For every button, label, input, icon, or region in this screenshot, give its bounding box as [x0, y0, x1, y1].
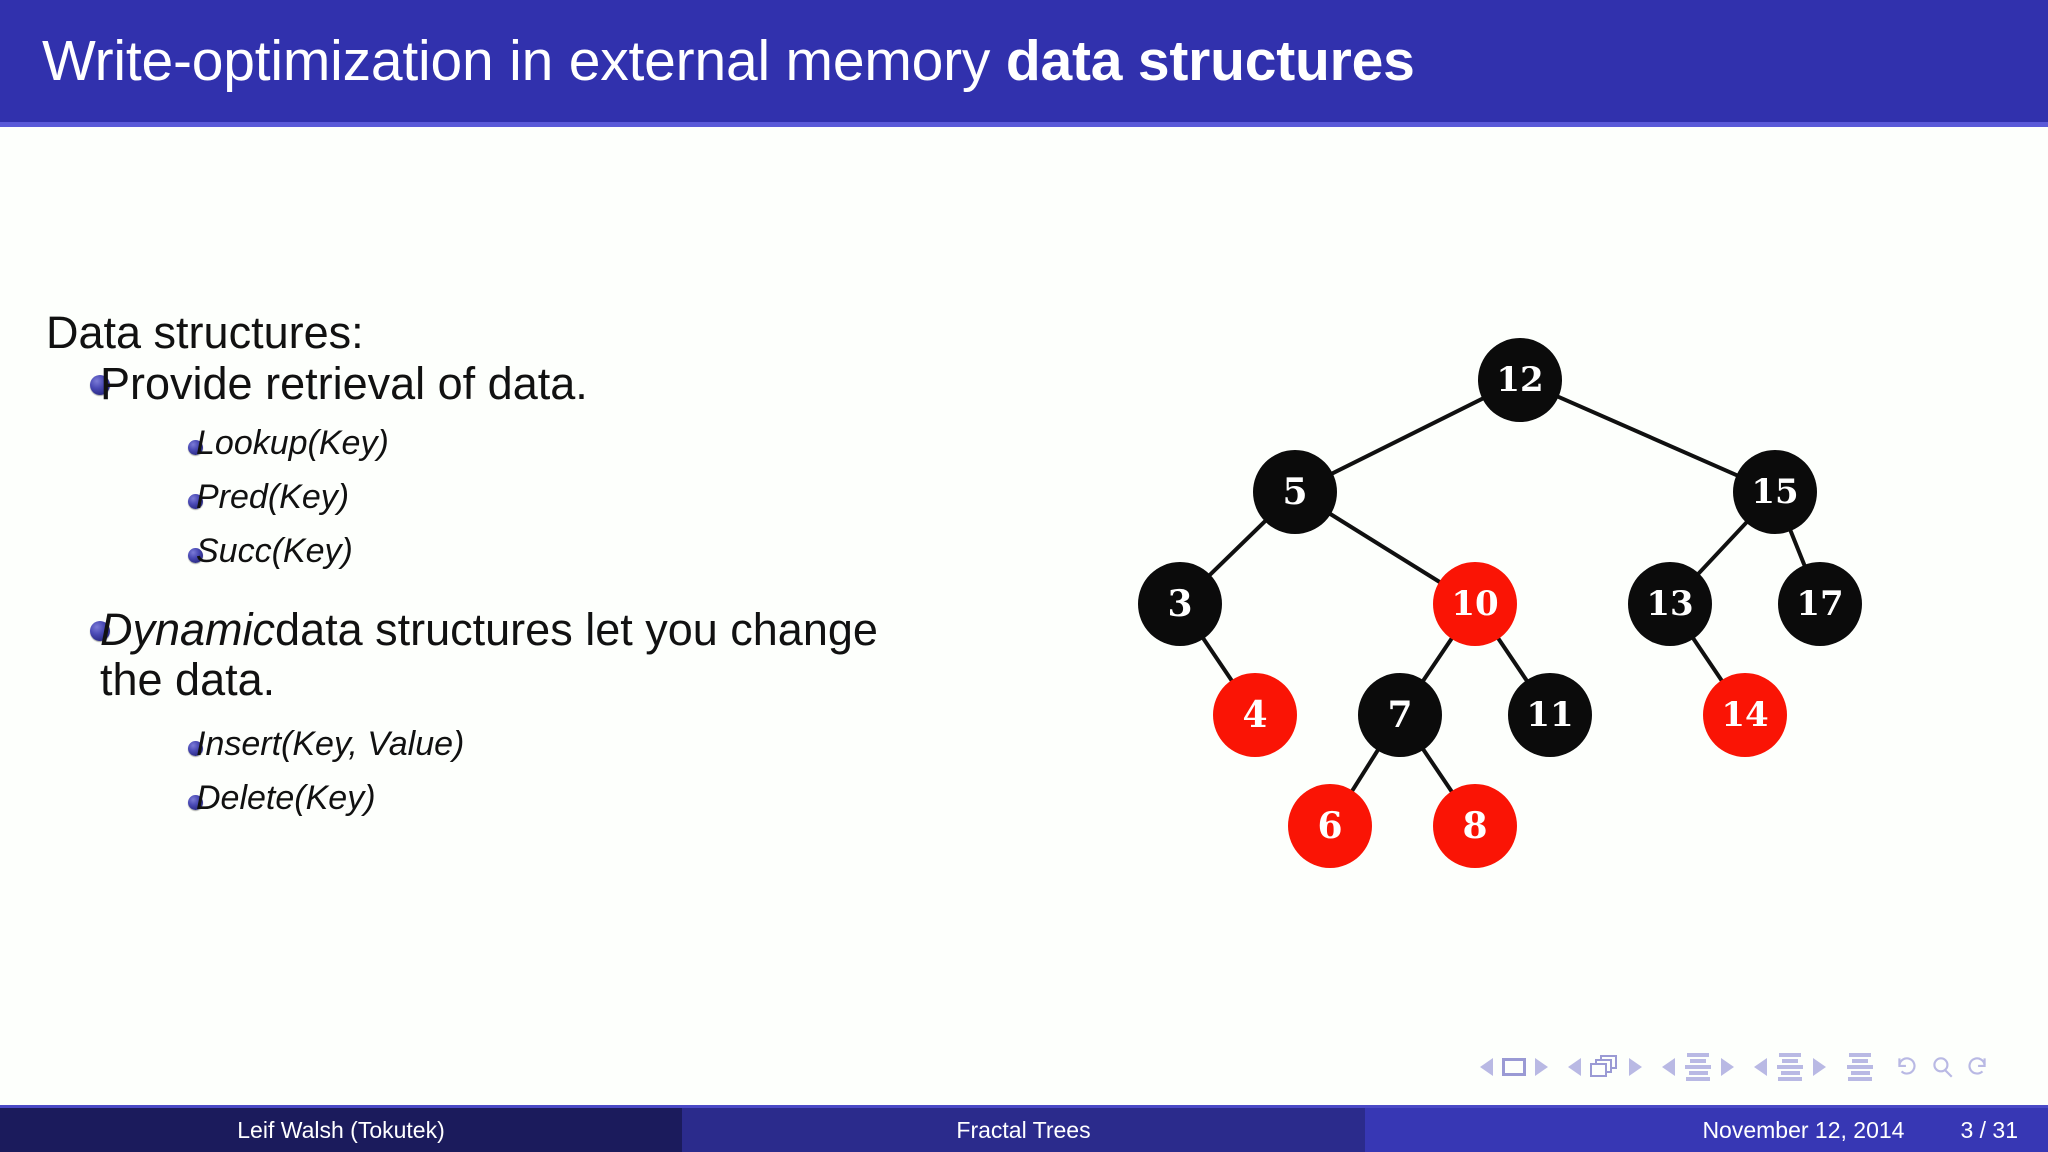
bullet-marker-level2 [188, 741, 203, 756]
nav-group-slide[interactable] [1480, 1058, 1548, 1076]
footer-talk-title: Fractal Trees [682, 1108, 1365, 1152]
slide-square-icon[interactable] [1502, 1058, 1526, 1076]
bullet-pred: Pred(Key) [196, 478, 349, 517]
tree-edge [1349, 747, 1381, 794]
footer-date: November 12, 2014 [1702, 1116, 1905, 1143]
footer-top-line [0, 1105, 2048, 1108]
next-section-icon[interactable] [1813, 1058, 1826, 1076]
bullet-lookup-label: Lookup(Key) [196, 424, 389, 462]
bullet-succ: Succ(Key) [196, 532, 353, 571]
nav-group-frame[interactable] [1568, 1055, 1642, 1079]
bullet-succ-label: Succ(Key) [196, 532, 353, 570]
footer-date-page: November 12, 2014 3 / 31 [1365, 1108, 2048, 1152]
bullet-marker-level2 [188, 795, 203, 810]
nav-group-subsection[interactable] [1662, 1053, 1734, 1081]
tree-edge [1207, 518, 1268, 578]
tree-node-8: 8 [1433, 784, 1517, 868]
nav-group-section[interactable] [1754, 1053, 1826, 1081]
search-icon[interactable] [1929, 1054, 1955, 1080]
tree-edge [1690, 636, 1725, 683]
nav-group-history[interactable] [1894, 1054, 1990, 1080]
tree-edge [1327, 511, 1443, 585]
tree-node-4: 4 [1213, 673, 1297, 757]
forward-arrow-icon[interactable] [1964, 1054, 1990, 1080]
bullet-delete-label: Delete(Key) [196, 779, 376, 817]
nav-group-document[interactable] [1846, 1053, 1874, 1081]
prev-subsection-icon[interactable] [1662, 1058, 1675, 1076]
tree-edge [1695, 519, 1750, 577]
lead-text: Data structures: [46, 307, 364, 358]
tree-edges [1200, 394, 1807, 794]
footer-author: Leif Walsh (Tokutek) [0, 1108, 682, 1152]
tree-edge [1420, 747, 1455, 794]
bullet-insert-label: Insert(Key, Value) [196, 725, 465, 763]
bullet-level1-label: Provide retrieval of data. [100, 358, 588, 409]
bullet-pred-label: Pred(Key) [196, 478, 350, 516]
tree-node-12: 12 [1478, 338, 1562, 422]
next-frame-icon[interactable] [1629, 1058, 1642, 1076]
prev-section-icon[interactable] [1754, 1058, 1767, 1076]
next-subsection-icon[interactable] [1721, 1058, 1734, 1076]
bullet-marker-level2 [188, 494, 203, 509]
title-plain: Write-optimization in external memory [42, 29, 1006, 93]
bullet-dynamic: Dynamic data structures let you change t… [100, 604, 1000, 706]
tree-node-15: 15 [1733, 450, 1817, 534]
subsection-lines-icon[interactable] [1684, 1053, 1712, 1081]
content-column: Data structures: Provide retrieval of da… [0, 127, 1060, 1107]
tree-edge [1788, 528, 1807, 568]
bullet-marker-level1 [90, 621, 110, 641]
frames-stack-icon[interactable] [1590, 1055, 1620, 1079]
tree-edge [1329, 396, 1486, 476]
bullet-dynamic-italic: Dynamic [100, 604, 276, 655]
title-bar-underline [0, 122, 2048, 127]
section-lines-icon[interactable] [1776, 1053, 1804, 1081]
tree-node-17: 17 [1778, 562, 1862, 646]
bullet-dynamic-line2: the data. [100, 654, 276, 706]
tree-node-7: 7 [1358, 673, 1442, 757]
tree-node-3: 3 [1138, 562, 1222, 646]
footer-page-number: 3 / 31 [1960, 1116, 2018, 1143]
tree-node-5: 5 [1253, 450, 1337, 534]
bullet-dynamic-rest: data structures let you change [275, 604, 878, 655]
document-lines-icon[interactable] [1846, 1053, 1874, 1081]
tree-node-13: 13 [1628, 562, 1712, 646]
tree-edge [1420, 636, 1455, 683]
tree-node-10: 10 [1433, 562, 1517, 646]
tree-node-6: 6 [1288, 784, 1372, 868]
bullet-insert: Insert(Key, Value) [196, 725, 464, 764]
bullet-marker-level2 [188, 548, 203, 563]
page-title: Write-optimization in external memory da… [42, 28, 1415, 94]
tree-edge [1200, 636, 1235, 683]
tree-edge [1495, 636, 1530, 683]
tree-node-14: 14 [1703, 673, 1787, 757]
prev-frame-icon[interactable] [1568, 1058, 1581, 1076]
footer-bar: Leif Walsh (Tokutek) Fractal Trees Novem… [0, 1108, 2048, 1152]
bullet-delete: Delete(Key) [196, 779, 376, 818]
next-slide-icon[interactable] [1535, 1058, 1548, 1076]
back-arrow-icon[interactable] [1894, 1054, 1920, 1080]
tree-edge [1555, 394, 1740, 478]
beamer-navigation-bar[interactable] [1480, 1046, 2010, 1088]
bullet-marker-level1 [90, 375, 110, 395]
title-bold: data structures [1005, 29, 1415, 93]
prev-slide-icon[interactable] [1480, 1058, 1493, 1076]
bullet-lookup: Lookup(Key) [196, 424, 389, 463]
tree-node-11: 11 [1508, 673, 1592, 757]
bullet-marker-level2 [188, 440, 203, 455]
bullet-provide-retrieval: Provide retrieval of data. [100, 358, 588, 409]
title-bar [0, 0, 2048, 122]
